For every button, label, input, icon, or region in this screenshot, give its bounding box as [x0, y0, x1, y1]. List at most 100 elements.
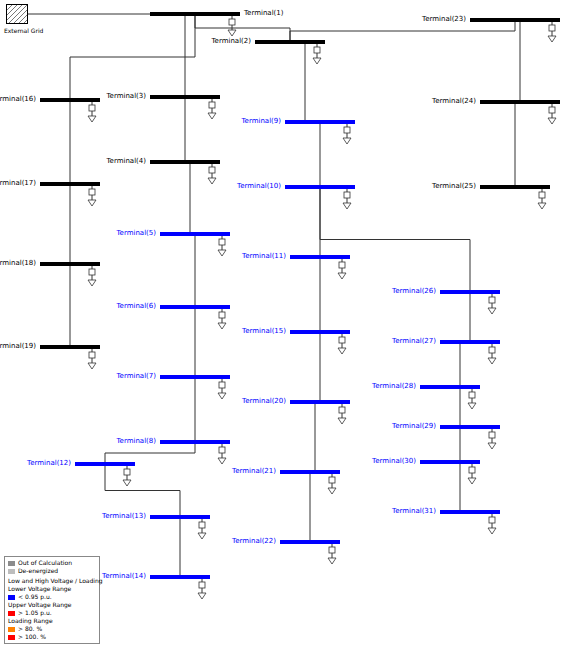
line-connector — [515, 104, 516, 185]
breaker-box — [539, 192, 545, 198]
breaker-box — [89, 269, 95, 275]
terminal-name: Terminal(13) — [101, 512, 147, 521]
line-connector — [195, 236, 196, 305]
breaker-box — [89, 189, 95, 195]
load-symbol — [208, 178, 216, 184]
terminal-name: Terminal(26) — [391, 287, 437, 296]
line-connector — [520, 22, 521, 100]
breaker-box — [549, 107, 555, 113]
line-connector — [320, 334, 321, 400]
breaker-box — [219, 239, 225, 245]
breaker-box — [219, 447, 225, 453]
terminal-name: Terminal(5) — [116, 229, 158, 238]
hatch-line — [7, 5, 22, 23]
legend-row: Out of Calculation — [8, 559, 96, 567]
hatch-line — [19, 5, 27, 23]
busbar: Terminal(22) — [280, 540, 340, 544]
terminal-name: Terminal(29) — [391, 422, 437, 431]
busbar: Terminal(11) — [290, 255, 350, 259]
legend-heading: Loading Range — [8, 617, 96, 625]
breaker-box — [344, 127, 350, 133]
breaker-box — [219, 382, 225, 388]
line-connector — [290, 22, 515, 40]
legend-box: Out of CalculationDe-energizedLow and Hi… — [4, 556, 100, 644]
external-grid: External Grid — [6, 4, 28, 24]
terminal-name: Terminal(19) — [0, 342, 37, 351]
busbar: Terminal(26) — [440, 290, 500, 294]
terminal-name: Terminal(21) — [231, 467, 277, 476]
terminal-name: Terminal(14) — [101, 572, 147, 581]
busbar: Terminal(15) — [290, 330, 350, 334]
legend-swatch — [8, 611, 15, 616]
load-symbol — [218, 250, 226, 256]
busbar: Terminal(24) — [480, 100, 560, 104]
line-connector — [70, 102, 71, 182]
breaker-box — [469, 467, 475, 473]
breaker-box — [489, 432, 495, 438]
busbar: Terminal(27) — [440, 340, 500, 344]
busbar: Terminal(6) — [160, 305, 230, 309]
line-connector — [460, 464, 461, 510]
busbar: Terminal(30) — [420, 460, 480, 464]
line-connector — [320, 189, 470, 290]
load-symbol — [313, 58, 321, 64]
terminal-name: Terminal(1) — [243, 9, 285, 18]
load-symbol — [198, 533, 206, 539]
legend-heading: Lower Voltage Range — [8, 585, 96, 593]
busbar: Terminal(20) — [290, 400, 350, 404]
legend-swatch — [8, 635, 15, 640]
load-symbol — [468, 478, 476, 484]
busbar: Terminal(9) — [285, 120, 355, 124]
line-connector — [185, 16, 186, 95]
load-symbol — [88, 280, 96, 286]
line-connector — [190, 164, 191, 232]
hatch-line — [24, 5, 27, 23]
line-connector — [305, 44, 306, 120]
busbar: Terminal(29) — [440, 425, 500, 429]
terminal-name: Terminal(12) — [26, 459, 72, 468]
busbar: Terminal(8) — [160, 440, 230, 444]
load-symbol — [488, 528, 496, 534]
breaker-box — [209, 167, 215, 173]
legend-swatch — [8, 561, 15, 566]
legend-text: Out of Calculation — [18, 559, 72, 567]
connector-group — [28, 14, 520, 575]
legend-swatch — [8, 627, 15, 632]
breaker-box — [489, 347, 495, 353]
busbar: Terminal(2) — [255, 40, 325, 44]
breaker-box — [199, 582, 205, 588]
load-symbol — [343, 203, 351, 209]
line-connector — [320, 124, 321, 185]
terminal-name: Terminal(31) — [391, 507, 437, 516]
terminal-name: Terminal(28) — [371, 382, 417, 391]
terminal-name: Terminal(25) — [431, 182, 477, 191]
terminal-name: Terminal(4) — [106, 157, 148, 166]
load-symbol — [548, 36, 556, 42]
legend-heading: Low and High Voltage / Loading — [8, 577, 96, 585]
breaker-box — [549, 25, 555, 31]
breaker-box — [314, 47, 320, 53]
load-symbol — [338, 418, 346, 424]
line-connector — [105, 444, 195, 462]
legend-text: > 100. % — [18, 633, 46, 641]
load-symbol — [208, 113, 216, 119]
busbar: Terminal(7) — [160, 375, 230, 379]
legend-swatch — [8, 569, 15, 574]
busbar: Terminal(1) — [150, 12, 240, 16]
load-symbol — [218, 458, 226, 464]
line-connector — [460, 389, 461, 425]
terminal-name: Terminal(23) — [421, 15, 467, 24]
busbar: Terminal(12) — [75, 462, 135, 466]
terminal-name: Terminal(22) — [231, 537, 277, 546]
load-symbol — [538, 203, 546, 209]
breaker-box — [489, 517, 495, 523]
line-connector — [70, 16, 195, 98]
legend-text: > 80. % — [18, 625, 42, 633]
legend-heading: Upper Voltage Range — [8, 601, 96, 609]
load-symbol — [88, 200, 96, 206]
breaker-box — [229, 19, 235, 25]
busbar: Terminal(14) — [150, 575, 210, 579]
line-connector — [70, 266, 71, 345]
terminal-name: Terminal(2) — [211, 37, 253, 46]
